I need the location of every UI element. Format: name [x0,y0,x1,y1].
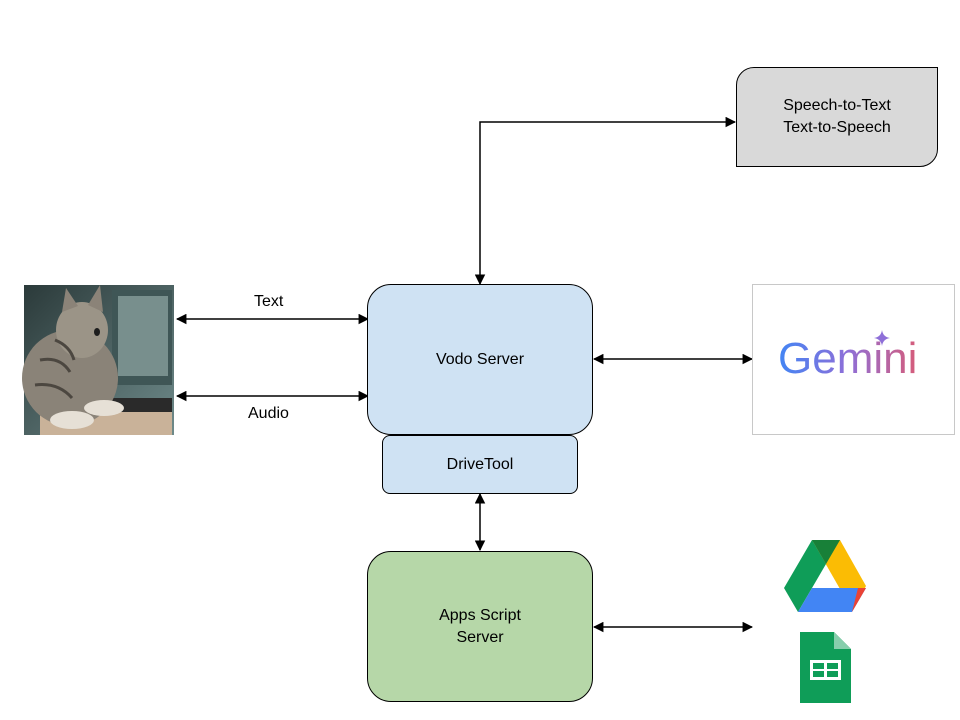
apps-script-label-line1: Apps Script [439,606,521,624]
google-drive-icon [784,540,866,612]
audio-edge-label: Audio [248,405,289,422]
drivetool-box: DriveTool [382,435,578,494]
apps-script-label-line2: Server [456,628,504,646]
speech-to-text-label: Speech-to-Text [783,97,891,114]
drivetool-label: DriveTool [446,455,514,473]
gemini-wordmark: Gemini [778,334,918,383]
vodo-server-box: Vodo Server [367,284,593,435]
vodo-server-label: Vodo Server [435,350,525,368]
apps-script-server-box: Apps Script Server [367,551,593,702]
gemini-sparkle-icon [874,330,890,346]
cat-image [22,285,174,435]
google-sheets-icon [800,632,851,703]
text-edge-label: Text [254,293,284,310]
speech-service-box: Speech-to-Text Text-to-Speech [736,67,938,167]
edge-vodo-speech [474,116,737,286]
text-to-speech-label: Text-to-Speech [783,119,891,136]
gemini-logo [752,284,955,435]
